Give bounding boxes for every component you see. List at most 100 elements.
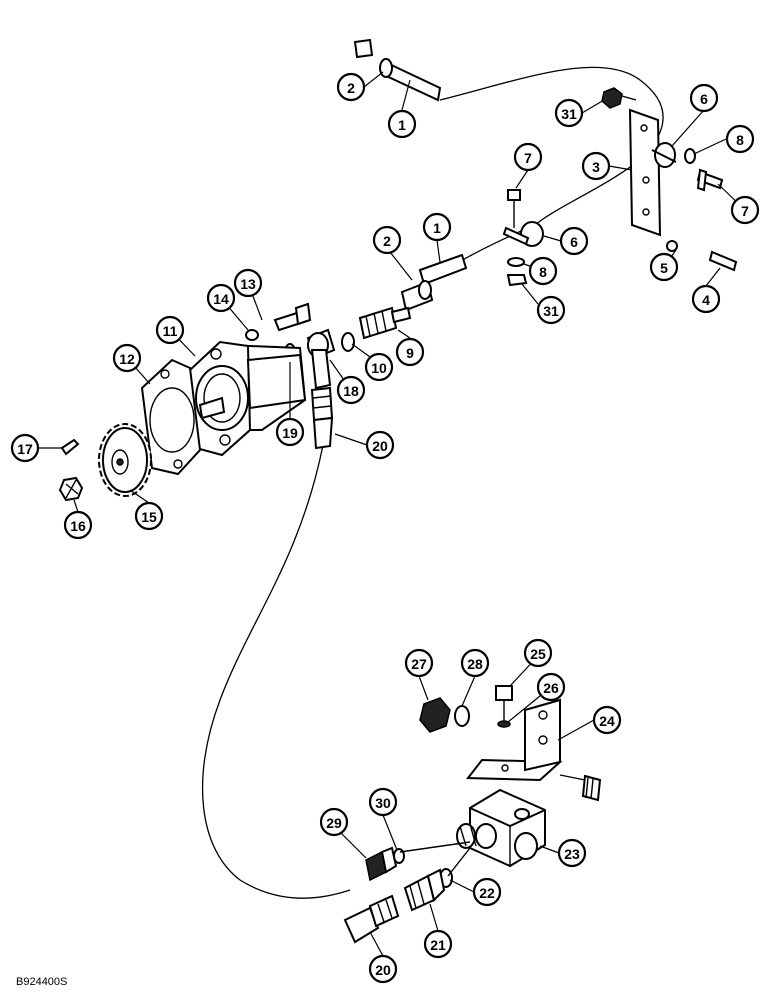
callout: 30	[368, 787, 398, 817]
svg-text:6: 6	[700, 91, 708, 107]
callout: 28	[460, 648, 490, 678]
callout: 18	[336, 375, 366, 405]
o-ring-10	[341, 332, 355, 352]
callout: 11	[155, 315, 185, 345]
svg-text:27: 27	[411, 656, 427, 672]
svg-text:31: 31	[561, 106, 577, 122]
svg-text:2: 2	[347, 80, 355, 96]
svg-text:8: 8	[539, 264, 547, 280]
svg-text:6: 6	[570, 234, 578, 250]
callout: 12	[112, 343, 142, 373]
hose-end-right	[581, 774, 602, 802]
nut-middle	[506, 274, 528, 287]
adapter-fitting	[358, 306, 412, 340]
svg-text:18: 18	[343, 383, 359, 399]
nut-27	[419, 697, 451, 733]
hose-end-top	[310, 386, 334, 450]
svg-text:1: 1	[433, 220, 441, 236]
svg-text:24: 24	[599, 713, 615, 729]
svg-text:4: 4	[702, 292, 710, 308]
callout: 7	[730, 195, 760, 225]
castle-nut	[58, 476, 84, 502]
callout: 19	[275, 417, 305, 447]
washer-28	[454, 705, 470, 727]
callout: 7	[513, 142, 543, 172]
callout: 3	[581, 151, 611, 181]
bolt-13	[273, 302, 312, 332]
svg-text:3: 3	[592, 159, 600, 175]
callout: 8	[528, 256, 558, 286]
callout: 24	[592, 705, 622, 735]
hose-right-end	[559, 774, 586, 781]
callout: 31	[536, 295, 566, 325]
callout: 22	[472, 877, 502, 907]
bolt-middle	[507, 189, 521, 228]
callout: 1	[422, 212, 452, 242]
svg-text:5: 5	[660, 260, 668, 276]
plug-29	[365, 846, 398, 882]
callout: 6	[559, 226, 589, 256]
clamp-middle	[502, 221, 544, 247]
svg-text:25: 25	[530, 646, 546, 662]
svg-text:17: 17	[17, 441, 33, 457]
svg-text:7: 7	[741, 203, 749, 219]
cotter-pin	[60, 438, 80, 456]
mounting-bracket-24	[465, 698, 563, 782]
hose-lower	[201, 444, 351, 899]
svg-text:26: 26	[543, 680, 559, 696]
svg-text:19: 19	[282, 425, 298, 441]
svg-text:28: 28	[467, 656, 483, 672]
callout: 1	[387, 109, 417, 139]
callout: 2	[372, 225, 402, 255]
callout: 20	[365, 430, 395, 460]
drive-gear	[98, 423, 152, 497]
gasket	[140, 358, 202, 476]
svg-text:15: 15	[141, 509, 157, 525]
svg-text:20: 20	[372, 438, 388, 454]
washer-middle	[507, 257, 525, 267]
bolt-25	[495, 685, 513, 722]
elbow-fitting	[306, 328, 336, 390]
callout: 2	[336, 72, 366, 102]
svg-text:31: 31	[543, 303, 559, 319]
callout: 13	[233, 268, 263, 298]
bracket	[628, 108, 662, 237]
callout: 23	[557, 838, 587, 868]
washer-14	[245, 329, 259, 341]
callout: 31	[554, 98, 584, 128]
svg-text:21: 21	[430, 937, 446, 953]
svg-text:16: 16	[70, 518, 86, 534]
hose-fitting-top	[353, 38, 442, 102]
hose-fitting-middle	[400, 253, 468, 312]
callout: 8	[725, 124, 755, 154]
svg-text:23: 23	[564, 846, 580, 862]
svg-text:12: 12	[119, 351, 135, 367]
callout: 20	[368, 954, 398, 984]
washer-upper	[684, 148, 696, 164]
bolt-upper-right	[696, 168, 724, 192]
bolt-right	[708, 250, 738, 272]
lock-washer-26	[497, 720, 511, 728]
callout: 15	[134, 501, 164, 531]
washer-right	[666, 240, 678, 252]
callout: 6	[689, 83, 719, 113]
callout: 29	[319, 807, 349, 837]
svg-text:29: 29	[326, 815, 342, 831]
hydraulic-pump	[188, 340, 307, 457]
callout: 9	[395, 337, 425, 367]
callout: 27	[404, 648, 434, 678]
svg-text:13: 13	[240, 276, 256, 292]
svg-text:11: 11	[163, 323, 178, 339]
callout: 21	[423, 929, 453, 959]
svg-text:10: 10	[371, 360, 387, 376]
callout: 4	[691, 284, 721, 314]
callout: 26	[536, 672, 566, 702]
callout: 25	[523, 638, 553, 668]
callout: 5	[649, 252, 679, 282]
callout: 17	[10, 433, 40, 463]
svg-text:2: 2	[383, 233, 391, 249]
callout: 16	[63, 510, 93, 540]
svg-text:20: 20	[375, 962, 391, 978]
adapter-21	[403, 868, 446, 912]
